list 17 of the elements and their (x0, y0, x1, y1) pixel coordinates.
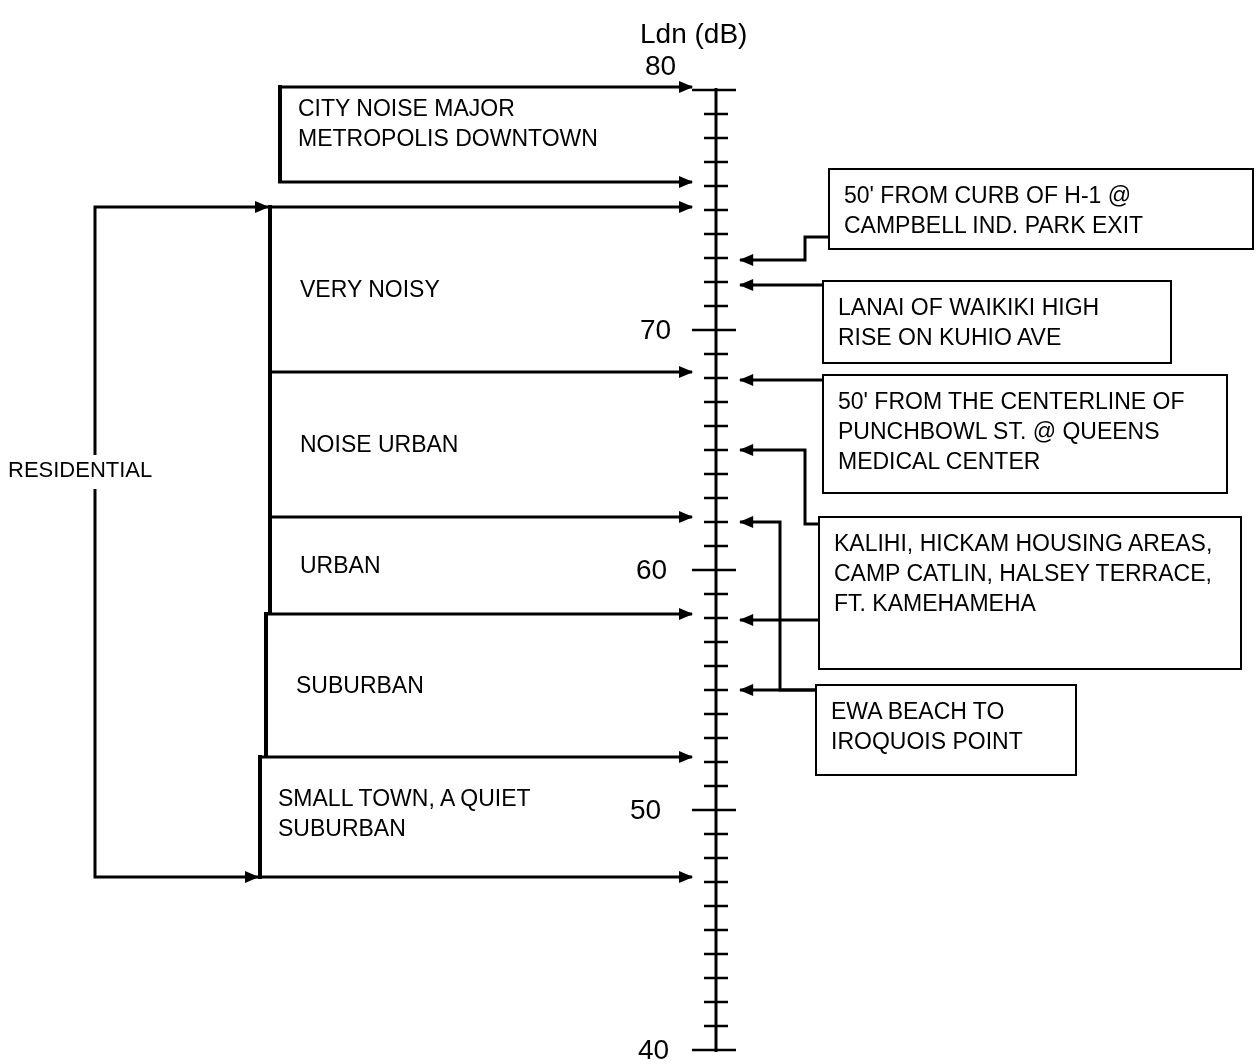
arrow (738, 374, 822, 386)
arrow (93, 201, 270, 455)
arrow (93, 489, 260, 883)
location-box: 50' FROM THE CENTERLINE OF PUNCHBOWL ST. @ QUEENS MEDICAL CENTER (822, 374, 1228, 494)
location-box: KALIHI, HICKAM HOUSING AREAS, CAMP CATLIN, HALSEY TERRACE, FT. KAMEHAMEHA (818, 516, 1242, 670)
arrow (738, 279, 822, 291)
arrow (738, 614, 818, 626)
zone-band: NOISE URBAN (268, 370, 668, 517)
arrow (278, 176, 694, 188)
arrow (738, 235, 828, 266)
zone-box: CITY NOISE MAJOR METROPOLIS DOWNTOWN (278, 85, 678, 182)
arrow (738, 444, 818, 526)
location-box: 50' FROM CURB OF H-1 @ CAMPBELL IND. PARK EXIT (828, 168, 1254, 250)
arrow (738, 516, 815, 692)
zone-band: SUBURBAN (264, 612, 664, 757)
location-box: LANAI OF WAIKIKI HIGH RISE ON KUHIO AVE (822, 280, 1172, 364)
location-box: EWA BEACH TO IROQUOIS POINT (815, 684, 1077, 776)
